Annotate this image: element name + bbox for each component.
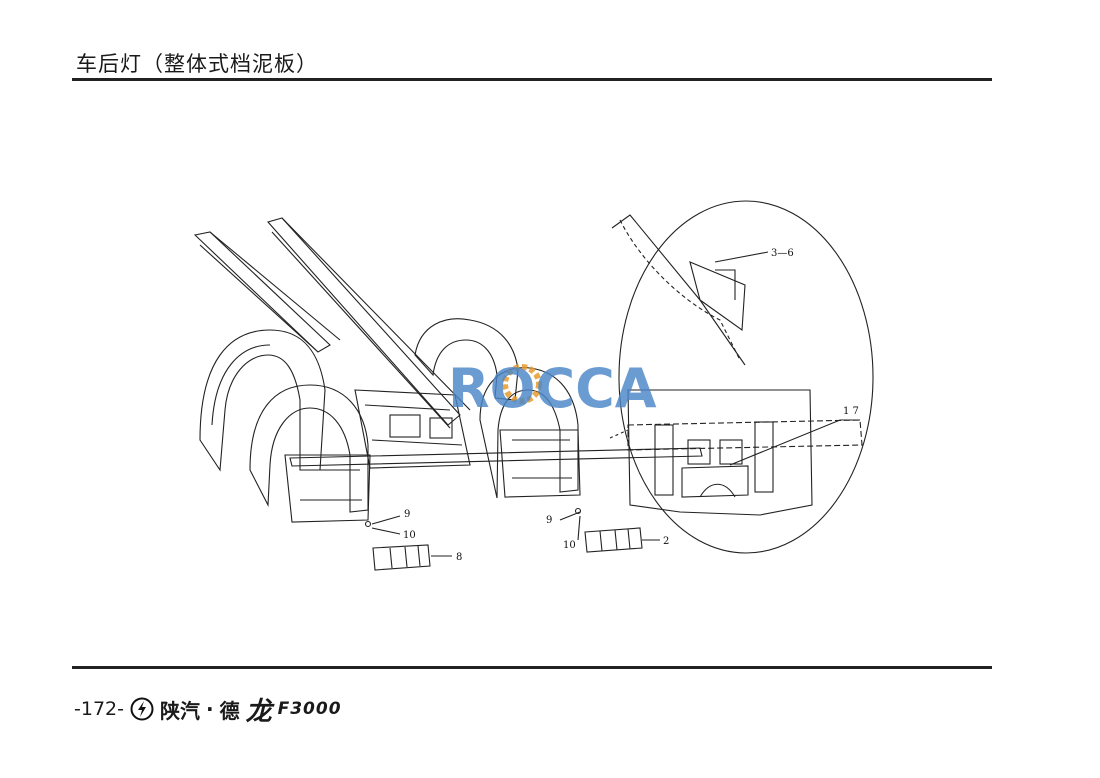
callout-10-right: 10	[563, 540, 576, 551]
bolt-9-right	[574, 507, 582, 515]
rear-cross-member	[354, 389, 471, 469]
bolt-9-left	[364, 520, 372, 528]
callout-9-right: 9	[546, 515, 552, 526]
model-name: F3000	[277, 699, 342, 719]
header-rule	[72, 78, 992, 81]
detail-circle	[611, 200, 874, 554]
callout-1-7: 1 7	[843, 406, 859, 417]
footer-rule	[72, 666, 992, 669]
callout-3-6: 3—6	[771, 248, 794, 259]
page-title: 车后灯（整体式档泥板）	[76, 52, 318, 76]
brand-long: 龙	[245, 696, 272, 727]
callout-10-left: 10	[403, 530, 416, 541]
rear-lamp-left	[372, 544, 431, 571]
frame-rail-right	[267, 217, 471, 429]
left-fender-front	[249, 384, 371, 523]
left-fender-rear	[199, 329, 326, 472]
callout-8: 8	[456, 552, 462, 563]
callout-9-left: 9	[404, 509, 410, 520]
shacman-logo-icon	[130, 697, 154, 721]
callout-2: 2	[663, 536, 669, 547]
rear-lamp-right	[584, 527, 643, 553]
brand-separator: ·	[205, 697, 214, 721]
right-fender-rear	[414, 318, 519, 401]
rear-lamp-bracket-tube	[289, 447, 703, 467]
page-number: -172-	[74, 698, 124, 720]
footer: -172- 陕汽 · 德 龙 F3000	[74, 694, 342, 727]
watermark-text: ROCCA	[448, 357, 657, 420]
brand-de: 德	[219, 698, 240, 723]
rocca-watermark-logo: ROCCA	[448, 357, 657, 420]
frame-rail-left	[193, 231, 341, 353]
brand-name: 陕汽	[159, 698, 200, 723]
